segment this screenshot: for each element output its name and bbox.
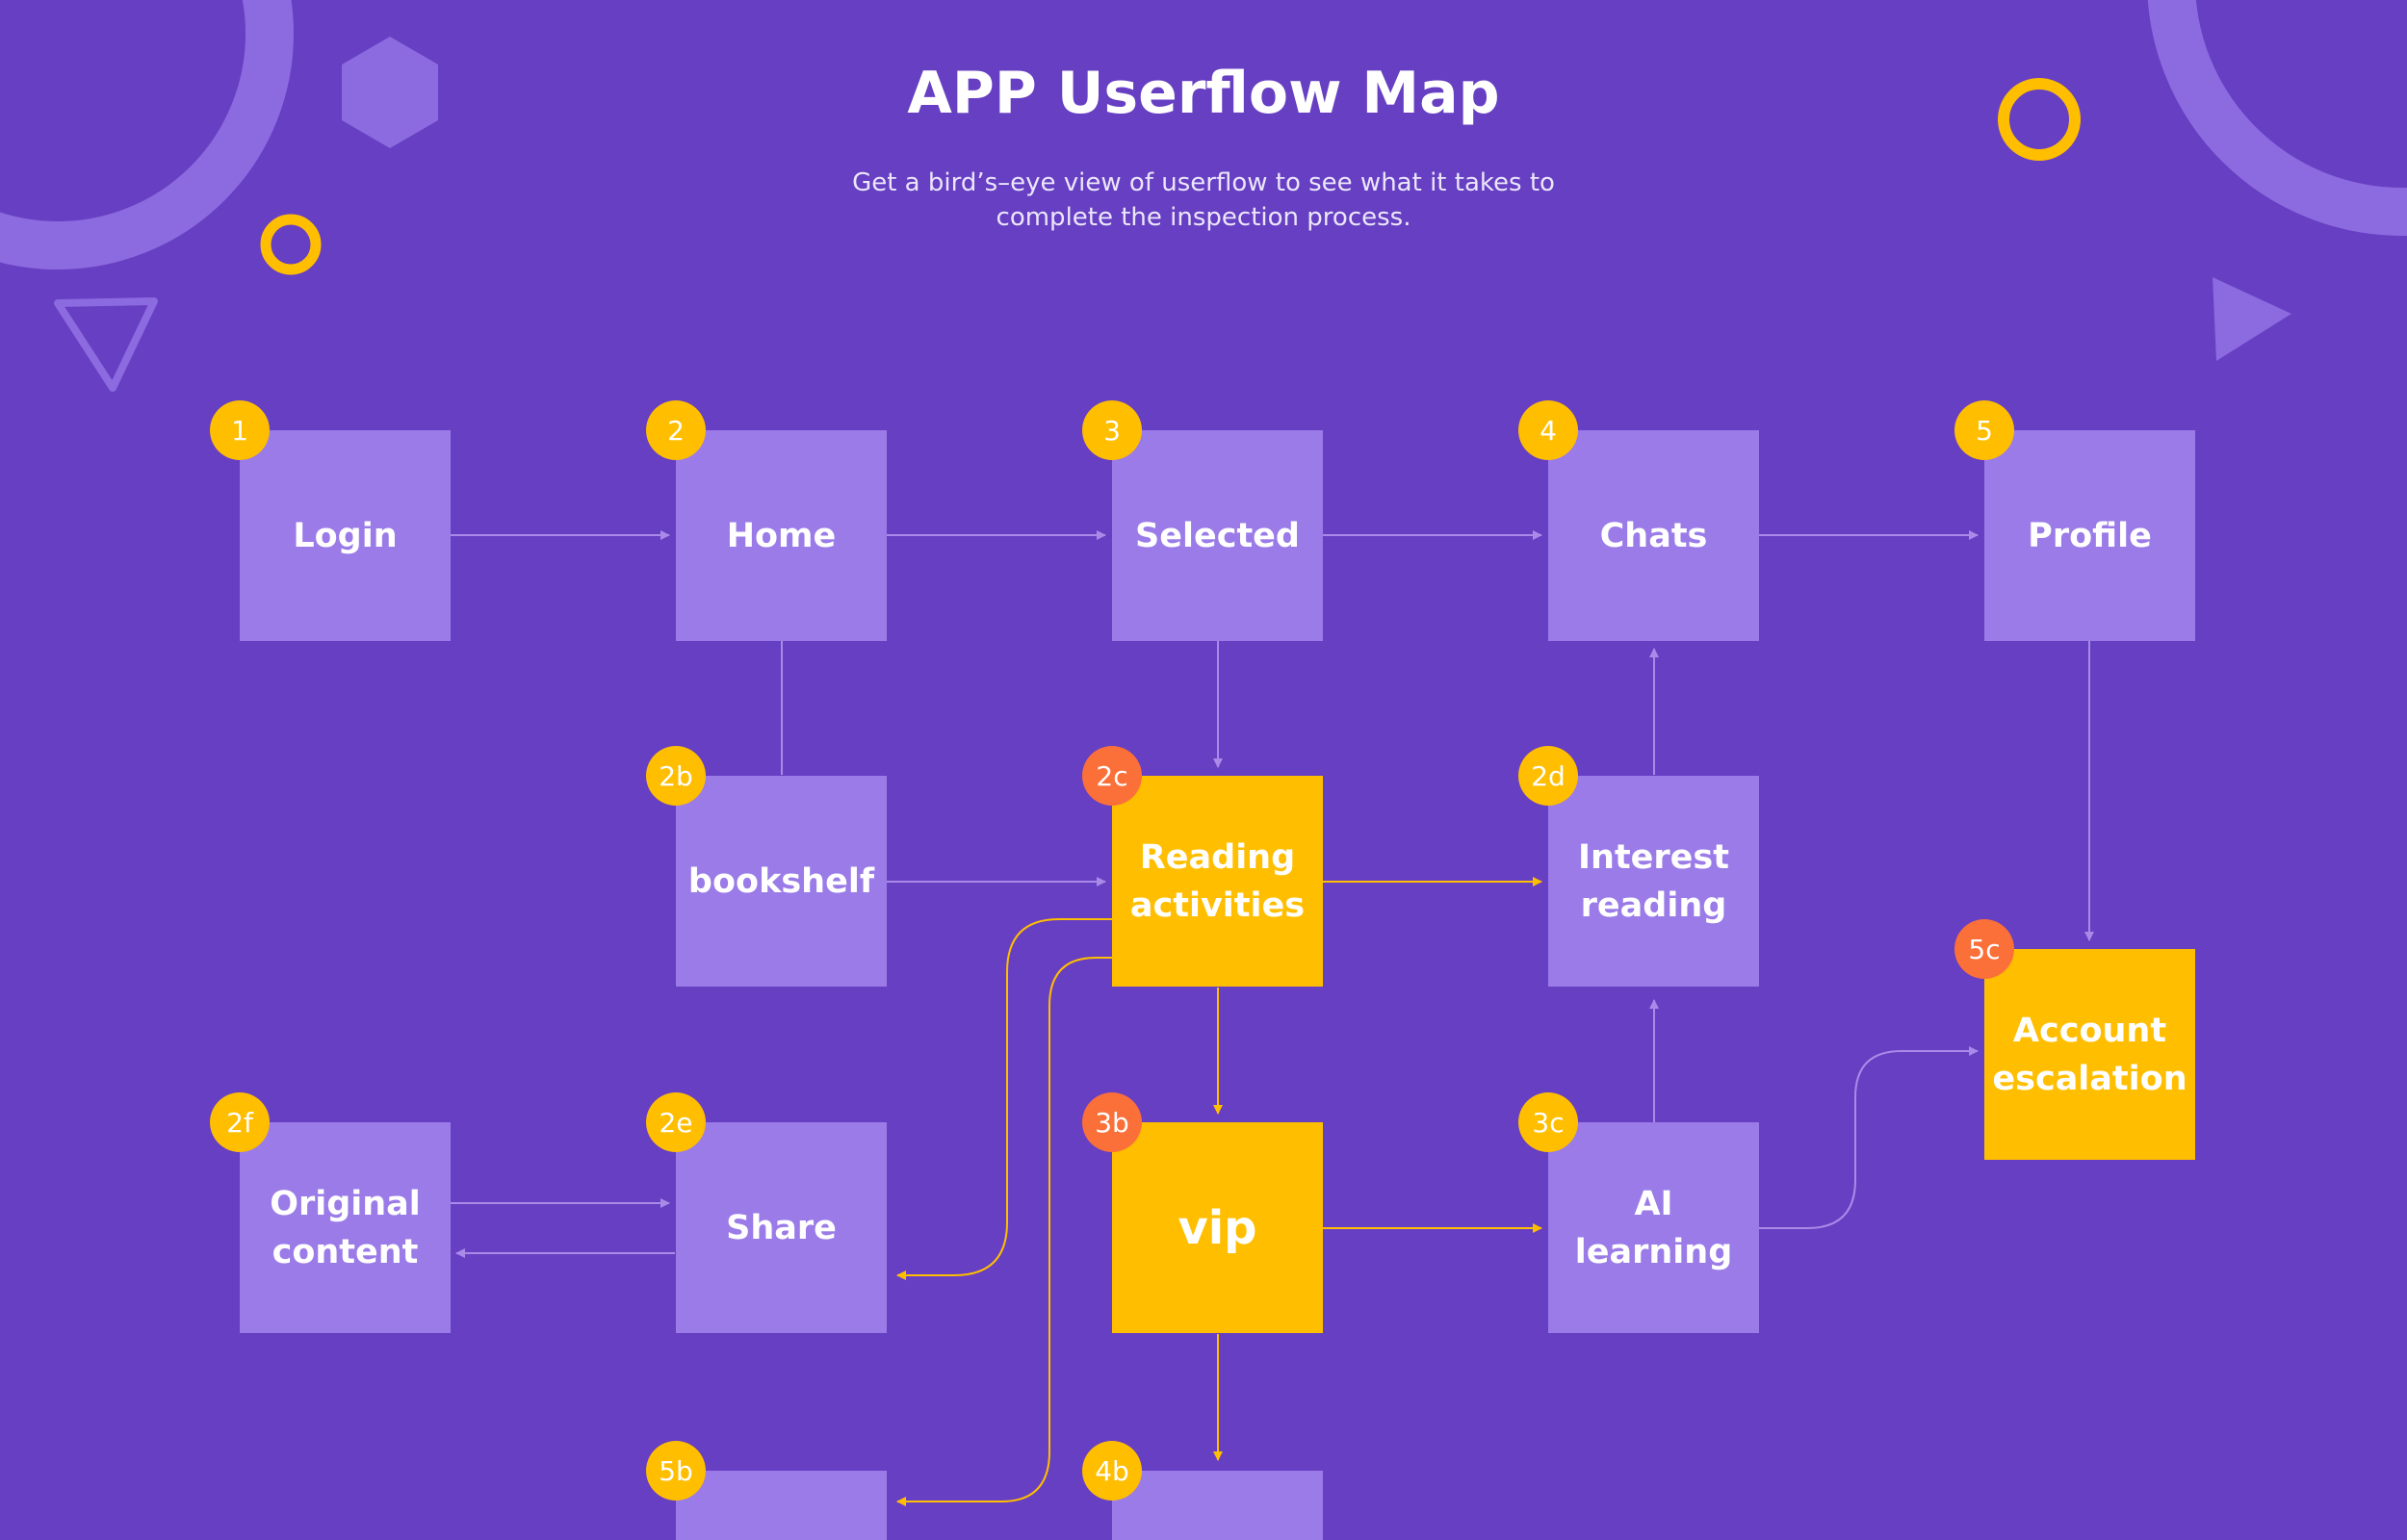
decor-hexagon <box>342 37 438 148</box>
badge-2f: 2f <box>210 1092 270 1152</box>
node-interest-label: Interest reading <box>1578 834 1729 930</box>
decor-triangle-outline <box>54 297 158 392</box>
badge-1: 1 <box>210 400 270 460</box>
node-interest-label-line-2: reading <box>1580 886 1727 925</box>
decor-yellow-ring-small <box>260 214 322 275</box>
badge-3c: 3c <box>1518 1092 1578 1152</box>
badge-3b: 3b <box>1082 1092 1142 1152</box>
node-account-label: Account escalation <box>1992 1007 2187 1103</box>
badge-5c: 5c <box>1954 919 2014 979</box>
node-reading-label-line-2: activities <box>1129 886 1306 925</box>
node-selected[interactable]: Selected <box>1112 430 1323 641</box>
badge-4: 4 <box>1518 400 1578 460</box>
node-profile-label: Profile <box>2028 516 2152 555</box>
page-subtitle: Get a bird’s–eye view of userflow to see… <box>770 166 1637 235</box>
decor-triangle-play <box>2213 277 2291 361</box>
node-interest-reading[interactable]: Interest reading <box>1548 776 1759 987</box>
node-account-label-line-2: escalation <box>1992 1059 2187 1098</box>
node-profile[interactable]: Profile <box>1984 430 2195 641</box>
node-original-label-line-2: content <box>272 1232 419 1271</box>
node-reading-label: Reading activities <box>1130 834 1305 930</box>
node-home-label: Home <box>726 516 837 555</box>
badge-2d: 2d <box>1518 746 1578 806</box>
node-interest-label-line-1: Interest <box>1578 837 1729 877</box>
node-home[interactable]: Home <box>676 430 887 641</box>
node-ai-learning[interactable]: AI learning <box>1548 1122 1759 1333</box>
node-chats[interactable]: Chats <box>1548 430 1759 641</box>
connector-reading-5b <box>896 957 1113 1506</box>
decor-ring-top-left <box>0 0 294 270</box>
badge-2: 2 <box>646 400 706 460</box>
node-original-label: Original content <box>270 1180 421 1276</box>
subtitle-line-2: complete the inspection process. <box>996 203 1411 232</box>
node-bookshelf[interactable]: bookshelf <box>676 776 887 987</box>
page-title: APP Userflow Map <box>907 60 1500 127</box>
node-share-label: Share <box>726 1208 837 1247</box>
decor-ring-top-right <box>2147 0 2407 236</box>
node-vip[interactable]: vip <box>1112 1122 1323 1333</box>
badge-5: 5 <box>1954 400 2014 460</box>
node-share[interactable]: Share <box>676 1122 887 1333</box>
node-4b[interactable] <box>1112 1471 1323 1540</box>
decor-yellow-ring-large <box>1998 78 2081 161</box>
node-selected-label: Selected <box>1135 516 1300 555</box>
subtitle-line-1: Get a bird’s–eye view of userflow to see… <box>852 168 1555 197</box>
node-bookshelf-label: bookshelf <box>687 861 875 901</box>
node-reading-label-line-1: Reading <box>1139 837 1296 877</box>
node-account-label-line-1: Account <box>2012 1011 2167 1050</box>
badge-4b: 4b <box>1082 1441 1142 1501</box>
node-chats-label: Chats <box>1599 516 1708 555</box>
badge-2e: 2e <box>646 1092 706 1152</box>
connector-ai-account <box>1759 1046 1979 1229</box>
connector-reading-share <box>896 918 1113 1280</box>
node-account-escalation[interactable]: Account escalation <box>1984 949 2195 1160</box>
node-login-label: Login <box>293 516 398 555</box>
node-login[interactable]: Login <box>240 430 451 641</box>
node-original-content[interactable]: Original content <box>240 1122 451 1333</box>
node-original-label-line-1: Original <box>270 1184 421 1223</box>
badge-2b: 2b <box>646 746 706 806</box>
node-ai-label: AI learning <box>1574 1184 1733 1271</box>
badge-2c: 2c <box>1082 746 1142 806</box>
badge-5b: 5b <box>646 1441 706 1501</box>
badge-3: 3 <box>1082 400 1142 460</box>
node-5b[interactable] <box>676 1471 887 1540</box>
node-vip-label: vip <box>1178 1200 1257 1255</box>
node-reading-activities[interactable]: Reading activities <box>1112 776 1323 987</box>
